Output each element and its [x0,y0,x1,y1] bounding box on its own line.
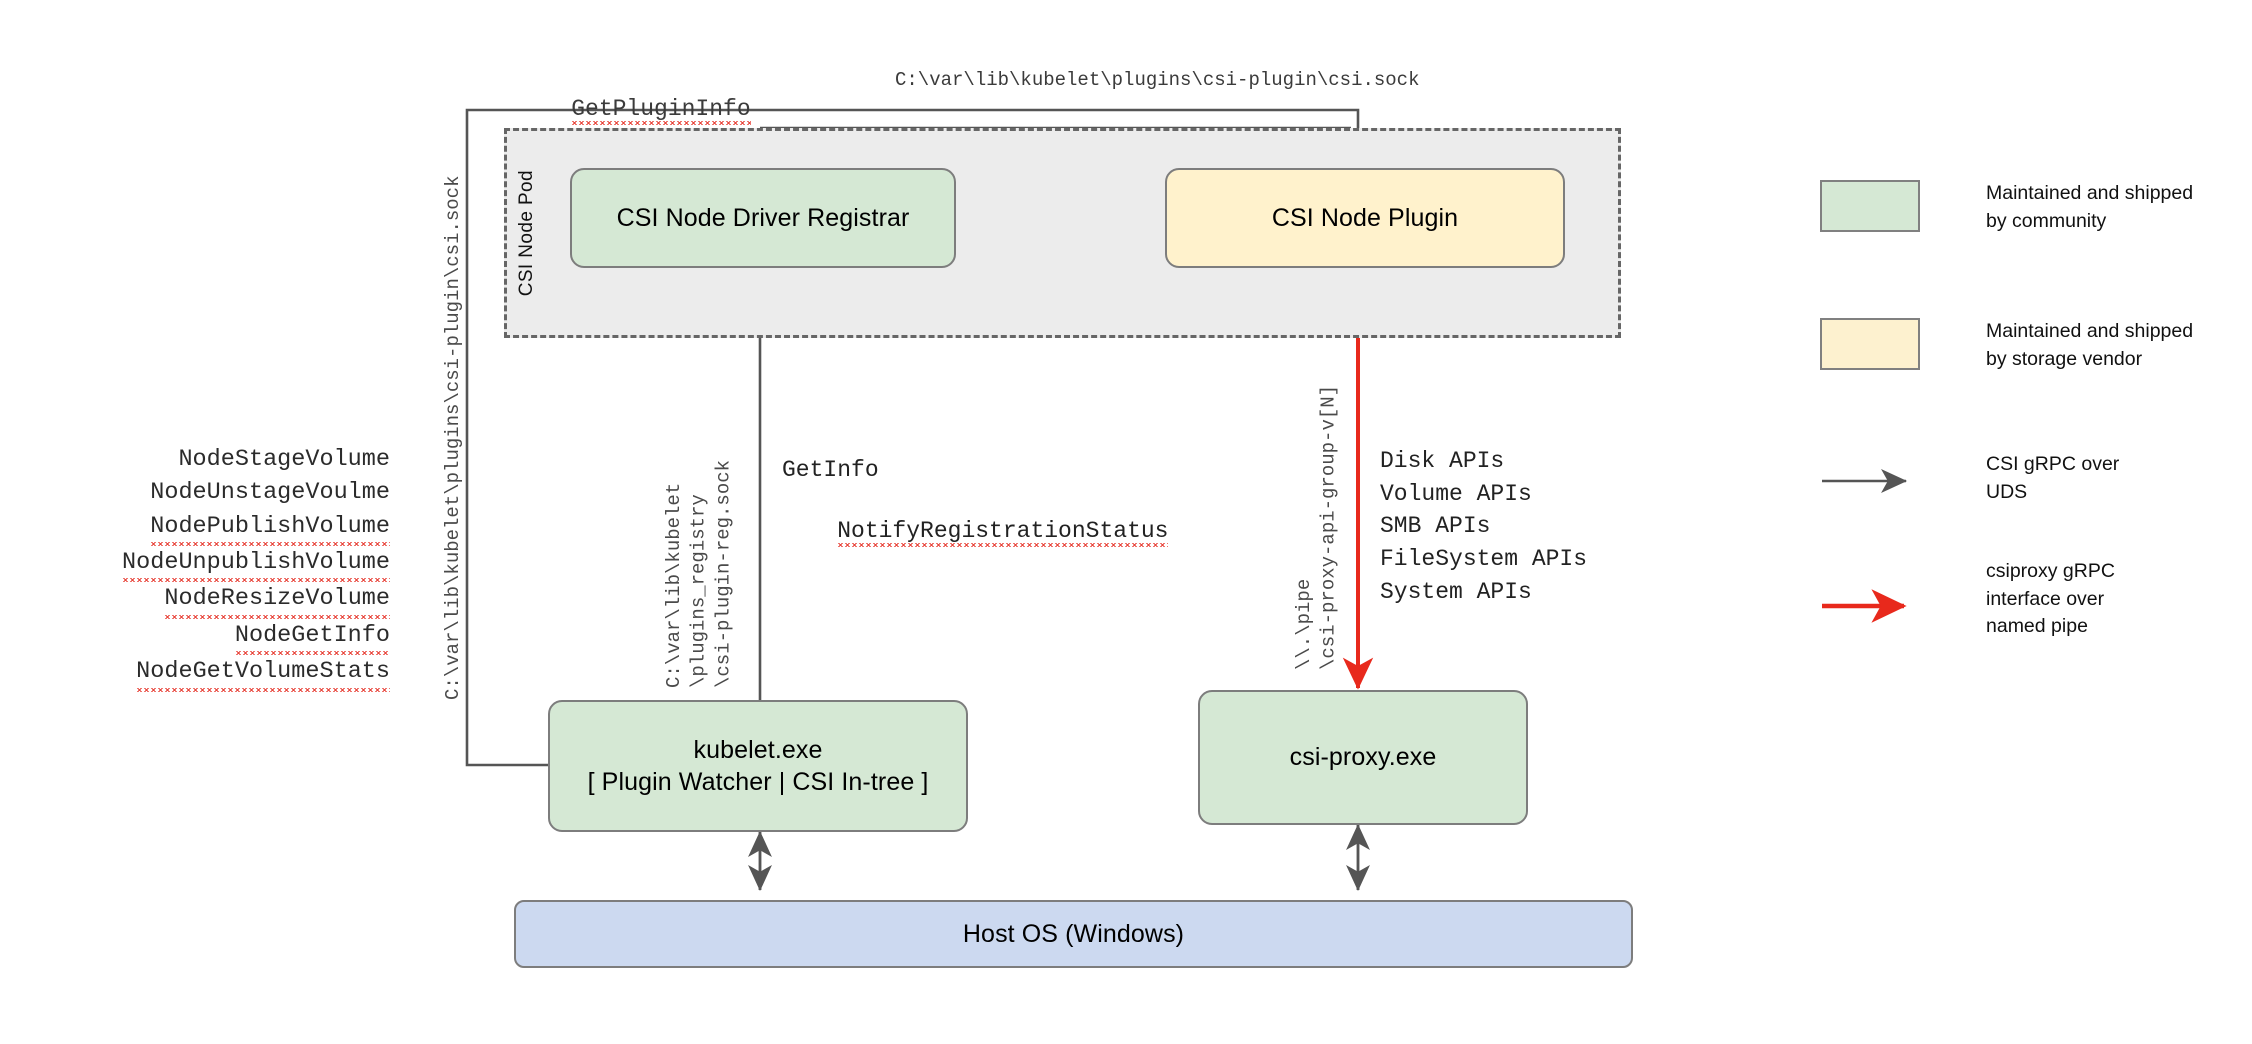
node-label-line1: kubelet.exe [693,735,823,764]
node-csi-node-plugin[interactable]: CSI Node Plugin [1165,168,1565,268]
csi-node-api-label: NodeGetInfo [234,618,390,655]
legend-item-community: Maintained and shipped by community [1820,180,2193,235]
node-csi-node-driver-registrar[interactable]: CSI Node Driver Registrar [570,168,956,268]
label-csi-sock-left-vertical: C:\var\lib\kubelet\plugins\csi-plugin\cs… [442,175,464,701]
label-getinfo: GetInfo [782,457,879,483]
label-getplugininfo-text: GetPluginInfo [571,96,751,125]
legend-swatch-yellow [1820,318,1920,370]
csiproxy-api-item: System APIs [1380,578,1532,605]
legend-label-community: Maintained and shipped by community [1986,182,2194,232]
node-csi-proxy-exe[interactable]: csi-proxy.exe [1198,690,1528,825]
legend-item-csiproxy-grpc: csiproxy gRPC interface over named pipe [1820,560,2115,641]
label-registry-sock-vertical: C:\var\lib\kubelet \plugins_registry \cs… [663,459,735,688]
node-kubelet-exe[interactable]: kubelet.exe [ Plugin Watcher | CSI In-tr… [548,700,968,832]
csi-node-api-label: NodeUnpublishVolume [122,546,390,582]
legend-label-csiproxy-grpc: csiproxy gRPC interface over named pipe [1986,560,2115,638]
legend-item-vendor: Maintained and shipped by storage vendor [1820,318,2193,373]
csi-node-api-label: NodeUnstageVoulme [150,479,390,507]
legend-item-csi-grpc: CSI gRPC over UDS [1820,453,2119,507]
label-notifyregistrationstatus: NotifyRegistrationStatus [782,486,1169,577]
csi-node-api-item: NodeGetVolumeStats [60,655,390,691]
legend-arrow-red-icon [1820,580,1920,632]
csiproxy-api-item: Disk APIs [1380,448,1505,474]
csi-node-api-label: NodeStageVolume [178,446,390,473]
csi-node-api-item: NodePublishVolume [60,509,390,546]
node-label: CSI Node Plugin [1271,203,1459,232]
label-csi-sock-top: C:\var\lib\kubelet\plugins\csi-plugin\cs… [895,69,1420,91]
csi-node-api-item: NodeGetInfo [60,618,390,655]
csi-node-api-label: NodeResizeVolume [164,582,390,618]
csiproxy-api-item: Volume APIs [1380,480,1532,507]
label-getplugininfo: GetPluginInfo [516,64,751,155]
csi-node-api-label: NodeGetVolumeStats [136,655,390,691]
label-named-pipe-vertical: \\.\pipe \csi-proxy-api-group-v[N] [1293,384,1340,670]
legend-label-csi-grpc: CSI gRPC over UDS [1986,453,2120,503]
node-label-line2: [ Plugin Watcher | CSI In-tree ] [587,768,929,796]
csi-node-api-item: NodeUnstageVoulme [60,476,390,509]
node-label: CSI Node Driver Registrar [616,203,910,232]
legend-arrow-grey-icon [1820,455,1920,507]
csiproxy-api-item: SMB APIs [1380,513,1491,540]
legend-label-vendor: Maintained and shipped by storage vendor [1986,320,2194,370]
csi-node-api-item: NodeUnpublishVolume [60,546,390,582]
node-label: csi-proxy.exe [1289,743,1437,772]
csiproxy-api-item: FileSystem APIs [1380,545,1588,572]
csi-node-api-item: NodeResizeVolume [60,582,390,618]
legend-swatch-green [1820,180,1920,232]
label-notifyregistrationstatus-text: NotifyRegistrationStatus [837,518,1169,547]
node-label: Host OS (Windows) [962,919,1185,948]
csi-node-pod-label: CSI Node Pod [516,170,537,297]
node-host-os[interactable]: Host OS (Windows) [514,900,1633,968]
csi-node-api-label: NodePublishVolume [150,509,390,546]
csi-node-api-item: NodeStageVolume [60,443,390,476]
